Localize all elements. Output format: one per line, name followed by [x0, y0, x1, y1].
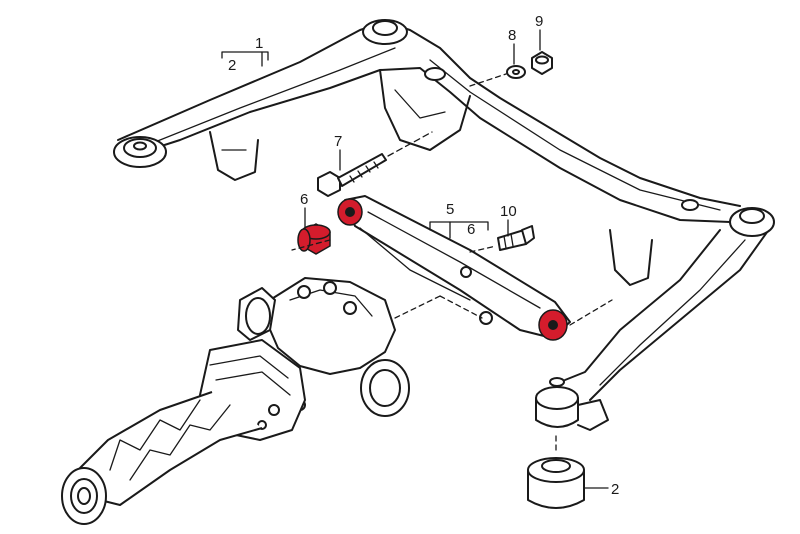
callout-10: 10 [500, 203, 517, 237]
svg-text:9: 9 [535, 13, 543, 30]
subframe [117, 21, 771, 401]
callout-6-group: 6 [467, 221, 475, 238]
callout-1: 1 [221, 35, 269, 67]
svg-text:5: 5 [446, 201, 454, 218]
callout-7: 7 [334, 133, 342, 171]
callout-8: 8 [508, 27, 516, 65]
callout-9: 9 [535, 13, 543, 51]
washer-8 [506, 65, 526, 79]
left-mount-bushing [113, 136, 167, 168]
lower-mount-bushing [535, 377, 609, 431]
torque-tube [61, 391, 263, 525]
bolt-7 [317, 131, 433, 197]
callout-2-bottom: 2 [584, 481, 619, 498]
detached-bushing [527, 435, 585, 509]
link-bushing-front [337, 198, 363, 226]
svg-text:2: 2 [611, 481, 619, 498]
svg-text:1: 1 [255, 35, 263, 52]
svg-text:6: 6 [467, 221, 475, 238]
differential-housing [237, 277, 410, 417]
bushing-part-6 [297, 223, 331, 255]
svg-text:6: 6 [300, 191, 308, 208]
link-bushing-rear [538, 309, 568, 341]
svg-text:10: 10 [500, 203, 517, 220]
link-arm [344, 195, 571, 339]
svg-text:8: 8 [508, 27, 516, 44]
right-mount-bushing [729, 207, 775, 237]
top-mount-bushing [362, 19, 408, 45]
callout-5: 5 [429, 201, 489, 239]
callout-6-left: 6 [300, 191, 308, 229]
bolt-10 [469, 225, 535, 253]
callout-2-top: 2 [228, 57, 236, 74]
nut-9 [531, 51, 553, 75]
svg-text:2: 2 [228, 57, 236, 74]
assembly-guides [291, 239, 613, 326]
svg-text:7: 7 [334, 133, 342, 150]
